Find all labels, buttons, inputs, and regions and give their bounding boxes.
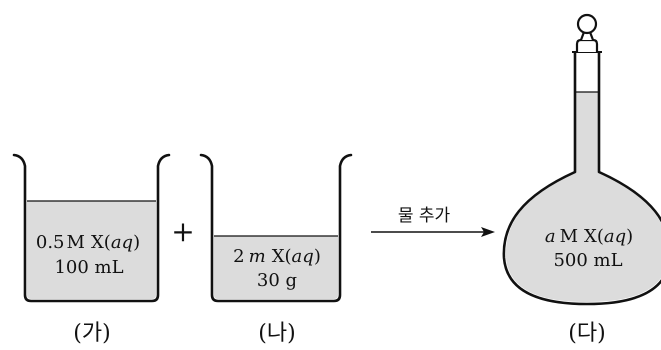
label-na: (나) xyxy=(258,321,295,346)
flask-volume: 500 mL xyxy=(553,250,622,271)
beaker-ga-volume: 100 mL xyxy=(54,257,123,278)
arrow-label: 물 추가 xyxy=(398,206,451,226)
plus-sign: + xyxy=(171,215,194,248)
flask-stopper xyxy=(575,13,599,52)
flask-solution xyxy=(505,92,661,302)
flask-outline xyxy=(502,52,661,306)
label-ga: (가) xyxy=(73,321,110,346)
beaker-na-outline xyxy=(199,153,353,303)
beaker-ga-outline xyxy=(12,153,171,303)
add-water-arrow: 물 추가 xyxy=(371,206,495,237)
beaker-ga-solution xyxy=(27,201,156,299)
label-da: (다) xyxy=(568,321,605,346)
arrow-head-icon xyxy=(481,227,495,237)
beaker-na-mass: 30 g xyxy=(257,270,297,291)
beaker-na-solution xyxy=(214,236,338,299)
